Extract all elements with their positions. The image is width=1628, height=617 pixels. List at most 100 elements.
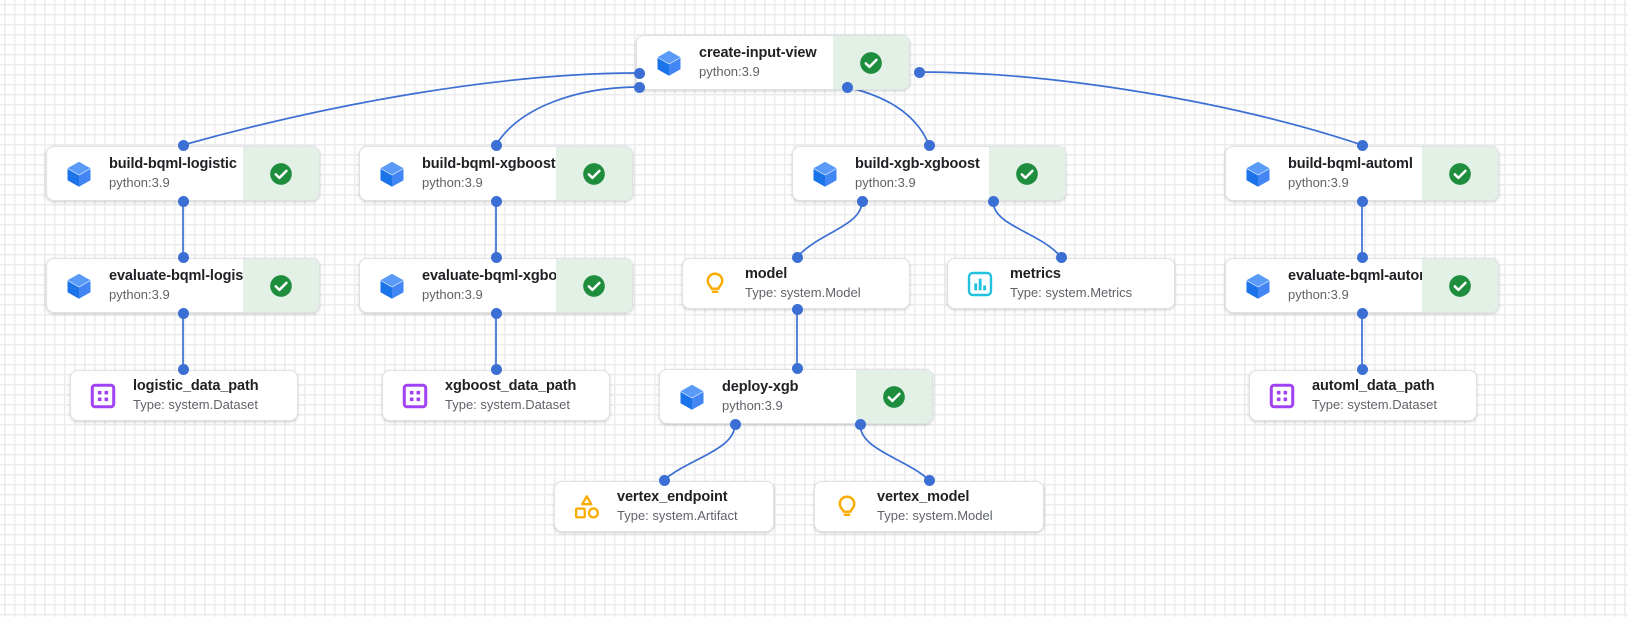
edge-endpoint-dot — [177, 363, 189, 375]
check-circle-icon — [268, 161, 294, 187]
dataset-icon — [400, 381, 430, 411]
node-evaluate-bqml-xgboost[interactable]: evaluate-bqml-xgboost python:3.9 — [359, 258, 633, 313]
node-evaluate-bqml-logistic[interactable]: evaluate-bqml-logistic python:3.9 — [46, 258, 320, 313]
edge-create-input-view-to-build-bqml-automl — [918, 71, 1363, 146]
lightbulb-icon — [700, 269, 730, 299]
lightbulb-icon — [832, 492, 862, 522]
edge-endpoint-dot — [658, 474, 670, 486]
node-subtitle: Type: system.Model — [877, 508, 993, 523]
edge-endpoint-dot — [854, 418, 866, 430]
node-title: build-bqml-logistic — [109, 156, 237, 172]
node-title: deploy-xgb — [722, 379, 799, 395]
edge-endpoint-dot — [1356, 251, 1368, 263]
cube-icon — [377, 271, 407, 301]
status-badge[interactable] — [556, 259, 632, 312]
bar-chart-icon — [965, 269, 995, 299]
edge-endpoint-dot — [923, 139, 935, 151]
edge-endpoint-dot — [1356, 307, 1368, 319]
node-text: evaluate-bqml-xgboost python:3.9 — [422, 268, 579, 303]
edge-endpoint-dot — [177, 251, 189, 263]
edge-endpoint-dot — [791, 362, 803, 374]
node-subtitle: python:3.9 — [855, 175, 916, 190]
status-badge[interactable] — [1422, 259, 1498, 312]
edge-endpoint-dot — [490, 139, 502, 151]
node-subtitle: python:3.9 — [422, 287, 483, 302]
node-subtitle: python:3.9 — [422, 175, 483, 190]
cube-icon — [64, 271, 94, 301]
status-badge[interactable] — [243, 147, 319, 200]
node-body: evaluate-bqml-automl python:3.9 — [1226, 259, 1436, 312]
node-text: deploy-xgb python:3.9 — [722, 379, 798, 414]
node-subtitle: python:3.9 — [699, 64, 760, 79]
edge-endpoint-dot — [177, 195, 189, 207]
node-subtitle: Type: system.Dataset — [445, 397, 570, 412]
check-circle-icon — [268, 273, 294, 299]
cube-icon — [810, 159, 840, 189]
cube-icon — [677, 382, 707, 412]
status-badge[interactable] — [856, 370, 932, 423]
node-text: evaluate-bqml-automl python:3.9 — [1288, 268, 1436, 303]
edge-endpoint-dot — [490, 195, 502, 207]
node-subtitle: python:3.9 — [722, 398, 783, 413]
node-evaluate-bqml-automl[interactable]: evaluate-bqml-automl python:3.9 — [1225, 258, 1499, 313]
node-title: evaluate-bqml-xgboost — [422, 268, 579, 284]
check-circle-icon — [881, 384, 907, 410]
status-badge[interactable] — [1422, 147, 1498, 200]
node-title: evaluate-bqml-logistic — [109, 268, 260, 284]
node-deploy-xgb[interactable]: deploy-xgb python:3.9 — [659, 369, 933, 424]
edge-endpoint-dot — [177, 307, 189, 319]
edge-endpoint-dot — [490, 363, 502, 375]
node-title: evaluate-bqml-automl — [1288, 268, 1436, 284]
edge-endpoint-dot — [1055, 251, 1067, 263]
edge-endpoint-dot — [791, 303, 803, 315]
node-title: vertex_model — [877, 489, 970, 505]
node-title: model — [745, 266, 788, 282]
cube-icon — [654, 48, 684, 78]
node-subtitle: Type: system.Dataset — [1312, 397, 1437, 412]
status-badge[interactable] — [989, 147, 1065, 200]
node-subtitle: Type: system.Dataset — [133, 397, 258, 412]
node-subtitle: Type: system.Metrics — [1010, 285, 1133, 300]
edge-create-input-view-to-build-bqml-logistic — [182, 72, 640, 146]
node-title: vertex_endpoint — [617, 489, 728, 505]
node-subtitle: python:3.9 — [1288, 287, 1349, 302]
edge-endpoint-dot — [987, 195, 999, 207]
edge-endpoint-dot — [841, 81, 853, 93]
check-circle-icon — [1447, 161, 1473, 187]
edge-endpoint-dot — [1356, 195, 1368, 207]
edge-endpoint-dot — [913, 66, 925, 78]
status-badge[interactable] — [833, 36, 909, 89]
node-subtitle: python:3.9 — [109, 287, 170, 302]
node-body: deploy-xgb python:3.9 — [660, 370, 856, 423]
edge-endpoint-dot — [633, 67, 645, 79]
status-badge[interactable] — [243, 259, 319, 312]
status-badge[interactable] — [556, 147, 632, 200]
edge-create-input-view-to-build-xgb-xgboost — [846, 86, 930, 146]
